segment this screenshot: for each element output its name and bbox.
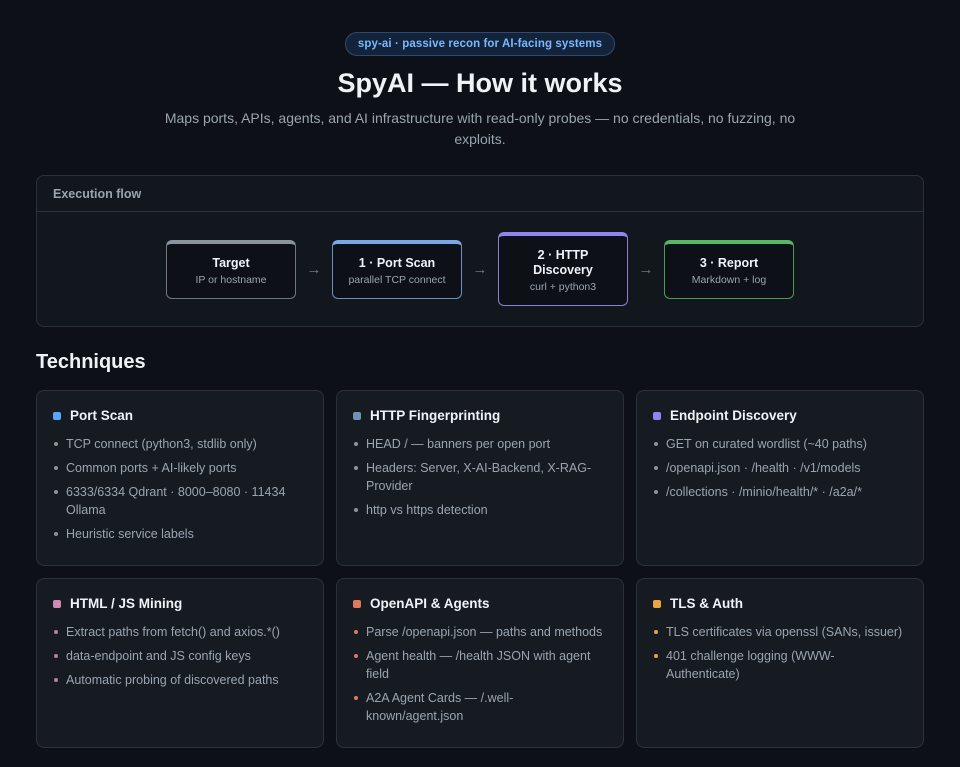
list-item: GET on curated wordlist (~40 paths) — [653, 435, 907, 453]
bullet-dot-icon — [654, 442, 658, 446]
bullet-dot-icon — [654, 630, 658, 634]
arrow-right-icon: → — [472, 260, 488, 278]
bullet-dot-icon — [54, 466, 58, 470]
technique-card-title: OpenAPI & Agents — [370, 596, 490, 611]
bullet-dot-icon — [354, 466, 358, 470]
list-item: HEAD / — banners per open port — [353, 435, 607, 453]
technique-card-html-js-mining: HTML / JS Mining Extract paths from fetc… — [36, 578, 324, 748]
list-item: http vs https detection — [353, 501, 607, 519]
flow-step-subtitle: curl + python3 — [529, 281, 597, 293]
square-bullet-icon — [353, 411, 361, 420]
bullet-dot-icon — [54, 490, 58, 494]
flow-step-subtitle: parallel TCP connect — [348, 273, 446, 286]
technique-card-title: HTML / JS Mining — [70, 596, 183, 611]
bullet-dot-icon — [354, 442, 358, 446]
list-item: Common ports + AI-likely ports — [53, 459, 307, 477]
square-bullet-icon — [653, 599, 661, 608]
technique-list: Parse /openapi.json — paths and methods … — [353, 623, 607, 725]
technique-list: HEAD / — banners per open port Headers: … — [353, 435, 607, 519]
flow-step-title: 3 · Report — [699, 255, 759, 270]
list-item: Heuristic service labels — [53, 525, 307, 543]
execution-flow-panel: Execution flow Target IP or hostname → 1… — [36, 175, 924, 327]
bullet-dot-icon — [654, 490, 658, 494]
list-item: data-endpoint and JS config keys — [53, 647, 307, 665]
execution-flow-label: Execution flow — [37, 176, 923, 212]
list-item: /collections · /minio/health/* · /a2a/* — [653, 483, 907, 501]
list-item: Agent health — /health JSON with agent f… — [353, 647, 607, 683]
flow-step-http-discovery: 2 · HTTP Discovery curl + python3 — [498, 232, 628, 306]
technique-list: Extract paths from fetch() and axios.*()… — [53, 623, 307, 689]
technique-list: TCP connect (python3, stdlib only) Commo… — [53, 435, 307, 543]
execution-flow-row: Target IP or hostname → 1 · Port Scan pa… — [37, 212, 923, 326]
square-bullet-icon — [353, 599, 361, 608]
list-item: 6333/6334 Qdrant · 8000–8080 · 11434 Oll… — [53, 483, 307, 519]
flow-step-title: 1 · Port Scan — [358, 255, 436, 270]
bullet-dot-icon — [54, 678, 58, 682]
technique-card-title: Endpoint Discovery — [670, 408, 797, 423]
bullet-dot-icon — [354, 654, 358, 658]
technique-list: GET on curated wordlist (~40 paths) /ope… — [653, 435, 907, 501]
flow-step-report: 3 · Report Markdown + log — [664, 239, 794, 299]
technique-card-endpoint-discovery: Endpoint Discovery GET on curated wordli… — [636, 390, 924, 566]
bullet-dot-icon — [354, 630, 358, 634]
flow-step-subtitle: Markdown + log — [691, 273, 767, 286]
list-item: Parse /openapi.json — paths and methods — [353, 623, 607, 641]
arrow-right-icon: → — [638, 260, 654, 278]
list-item: TCP connect (python3, stdlib only) — [53, 435, 307, 453]
technique-card-title: HTTP Fingerprinting — [370, 408, 501, 423]
technique-card-tls-auth: TLS & Auth TLS certificates via openssl … — [636, 578, 924, 748]
list-item: A2A Agent Cards — /.well-known/agent.jso… — [353, 689, 607, 725]
bullet-dot-icon — [654, 654, 658, 658]
techniques-grid: Port Scan TCP connect (python3, stdlib o… — [36, 390, 924, 748]
square-bullet-icon — [653, 411, 661, 420]
bullet-dot-icon — [354, 696, 358, 700]
page-header: spy-ai · passive recon for AI-facing sys… — [0, 0, 960, 150]
technique-list: TLS certificates via openssl (SANs, issu… — [653, 623, 907, 683]
bullet-dot-icon — [54, 442, 58, 446]
square-bullet-icon — [53, 599, 61, 608]
flow-step-subtitle: IP or hostname — [195, 273, 267, 286]
list-item: Headers: Server, X-AI-Backend, X-RAG-Pro… — [353, 459, 607, 495]
flow-step-title: 2 · HTTP Discovery — [533, 248, 593, 277]
technique-card-port-scan: Port Scan TCP connect (python3, stdlib o… — [36, 390, 324, 566]
flow-step-target: Target IP or hostname — [166, 239, 296, 299]
list-item: TLS certificates via openssl (SANs, issu… — [653, 623, 907, 641]
bullet-dot-icon — [54, 532, 58, 536]
list-item: Automatic probing of discovered paths — [53, 671, 307, 689]
page-subtitle: Maps ports, APIs, agents, and AI infrast… — [164, 110, 796, 147]
bullet-dot-icon — [54, 630, 58, 634]
technique-card-title: Port Scan — [70, 408, 134, 423]
technique-card-openapi-agents: OpenAPI & Agents Parse /openapi.json — p… — [336, 578, 624, 748]
tagline-badge: spy-ai · passive recon for AI-facing sys… — [344, 32, 616, 56]
techniques-heading: Techniques — [36, 351, 146, 373]
square-bullet-icon — [53, 411, 61, 420]
bullet-dot-icon — [54, 654, 58, 658]
list-item: /openapi.json · /health · /v1/models — [653, 459, 907, 477]
bullet-dot-icon — [354, 508, 358, 512]
flow-step-port-scan: 1 · Port Scan parallel TCP connect — [332, 239, 462, 299]
flow-step-title: Target — [212, 255, 250, 270]
list-item: 401 challenge logging (WWW-Authenticate) — [653, 647, 907, 683]
technique-card-title: TLS & Auth — [670, 596, 743, 611]
page-title: SpyAI — How it works — [337, 68, 623, 98]
technique-card-http-fingerprinting: HTTP Fingerprinting HEAD / — banners per… — [336, 390, 624, 566]
bullet-dot-icon — [654, 466, 658, 470]
arrow-right-icon: → — [306, 260, 322, 278]
list-item: Extract paths from fetch() and axios.*() — [53, 623, 307, 641]
